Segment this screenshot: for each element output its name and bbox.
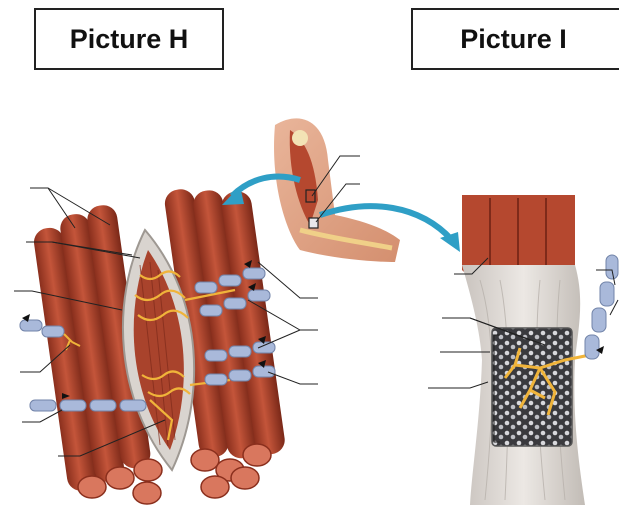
- golgi-afferent-axon: [585, 255, 618, 359]
- fiber-end: [133, 482, 161, 504]
- muscle-spindle-illustration: [20, 180, 288, 504]
- arm-muscle-icon: [274, 118, 400, 262]
- fiber-end: [78, 476, 106, 498]
- golgi-tendon-organ-illustration: [462, 195, 618, 505]
- leader-line: [22, 410, 62, 422]
- fiber-end: [201, 476, 229, 498]
- tendon-location-marker: [309, 218, 318, 228]
- fiber-end: [243, 444, 271, 466]
- fiber-end: [231, 467, 259, 489]
- fiber-end: [106, 467, 134, 489]
- fiber-end: [134, 459, 162, 481]
- leader-line: [428, 382, 488, 388]
- fiber-end: [191, 449, 219, 471]
